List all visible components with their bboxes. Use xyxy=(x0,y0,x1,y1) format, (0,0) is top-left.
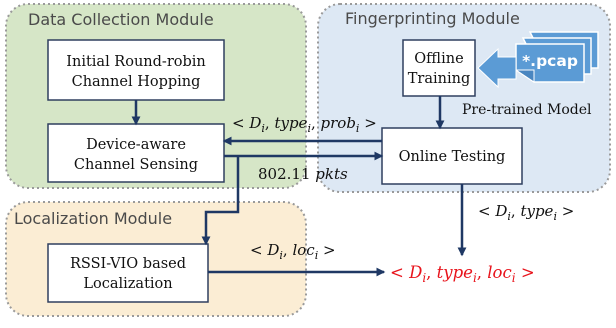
online-testing-label: Online Testing xyxy=(399,149,506,165)
offline-training-line1: Offline xyxy=(414,51,463,67)
fingerprint-output-label: < Di, typei > xyxy=(478,202,574,223)
final-result-label: < Di, typei, loci > xyxy=(390,263,535,285)
round-robin-line1: Initial Round-robin xyxy=(66,54,206,70)
channel-sensing-box xyxy=(47,123,225,183)
offline-training-box xyxy=(402,39,476,97)
localization-line1: RSSI-VIO based xyxy=(70,256,186,272)
channel-sensing-line1: Device-aware xyxy=(86,137,186,153)
channel-sensing-line2: Channel Sensing xyxy=(74,157,198,173)
round-robin-box xyxy=(47,39,225,101)
pcap-input-arrow xyxy=(477,47,517,89)
document-stack-icon xyxy=(514,31,599,83)
fingerprinting-title: Fingerprinting Module xyxy=(345,9,520,28)
pcap-label: *.pcap xyxy=(522,52,578,70)
pretrained-model-label: Pre-trained Model xyxy=(462,102,592,118)
localization-line2: Localization xyxy=(83,276,172,292)
data-collection-title: Data Collection Module xyxy=(28,10,214,29)
sensing-feedback-label: < Di, typei, probi > xyxy=(232,114,377,135)
localization-title: Localization Module xyxy=(14,209,172,228)
localization-output-label: < Di, loci > xyxy=(250,241,336,262)
localization-box xyxy=(47,243,209,303)
offline-training-line2: Training xyxy=(408,71,470,87)
online-testing-box xyxy=(381,127,523,185)
arrow-sensing-to-localization xyxy=(201,156,240,246)
packets-label: 802.11 pkts xyxy=(258,165,348,183)
round-robin-line2: Channel Hopping xyxy=(72,74,201,90)
